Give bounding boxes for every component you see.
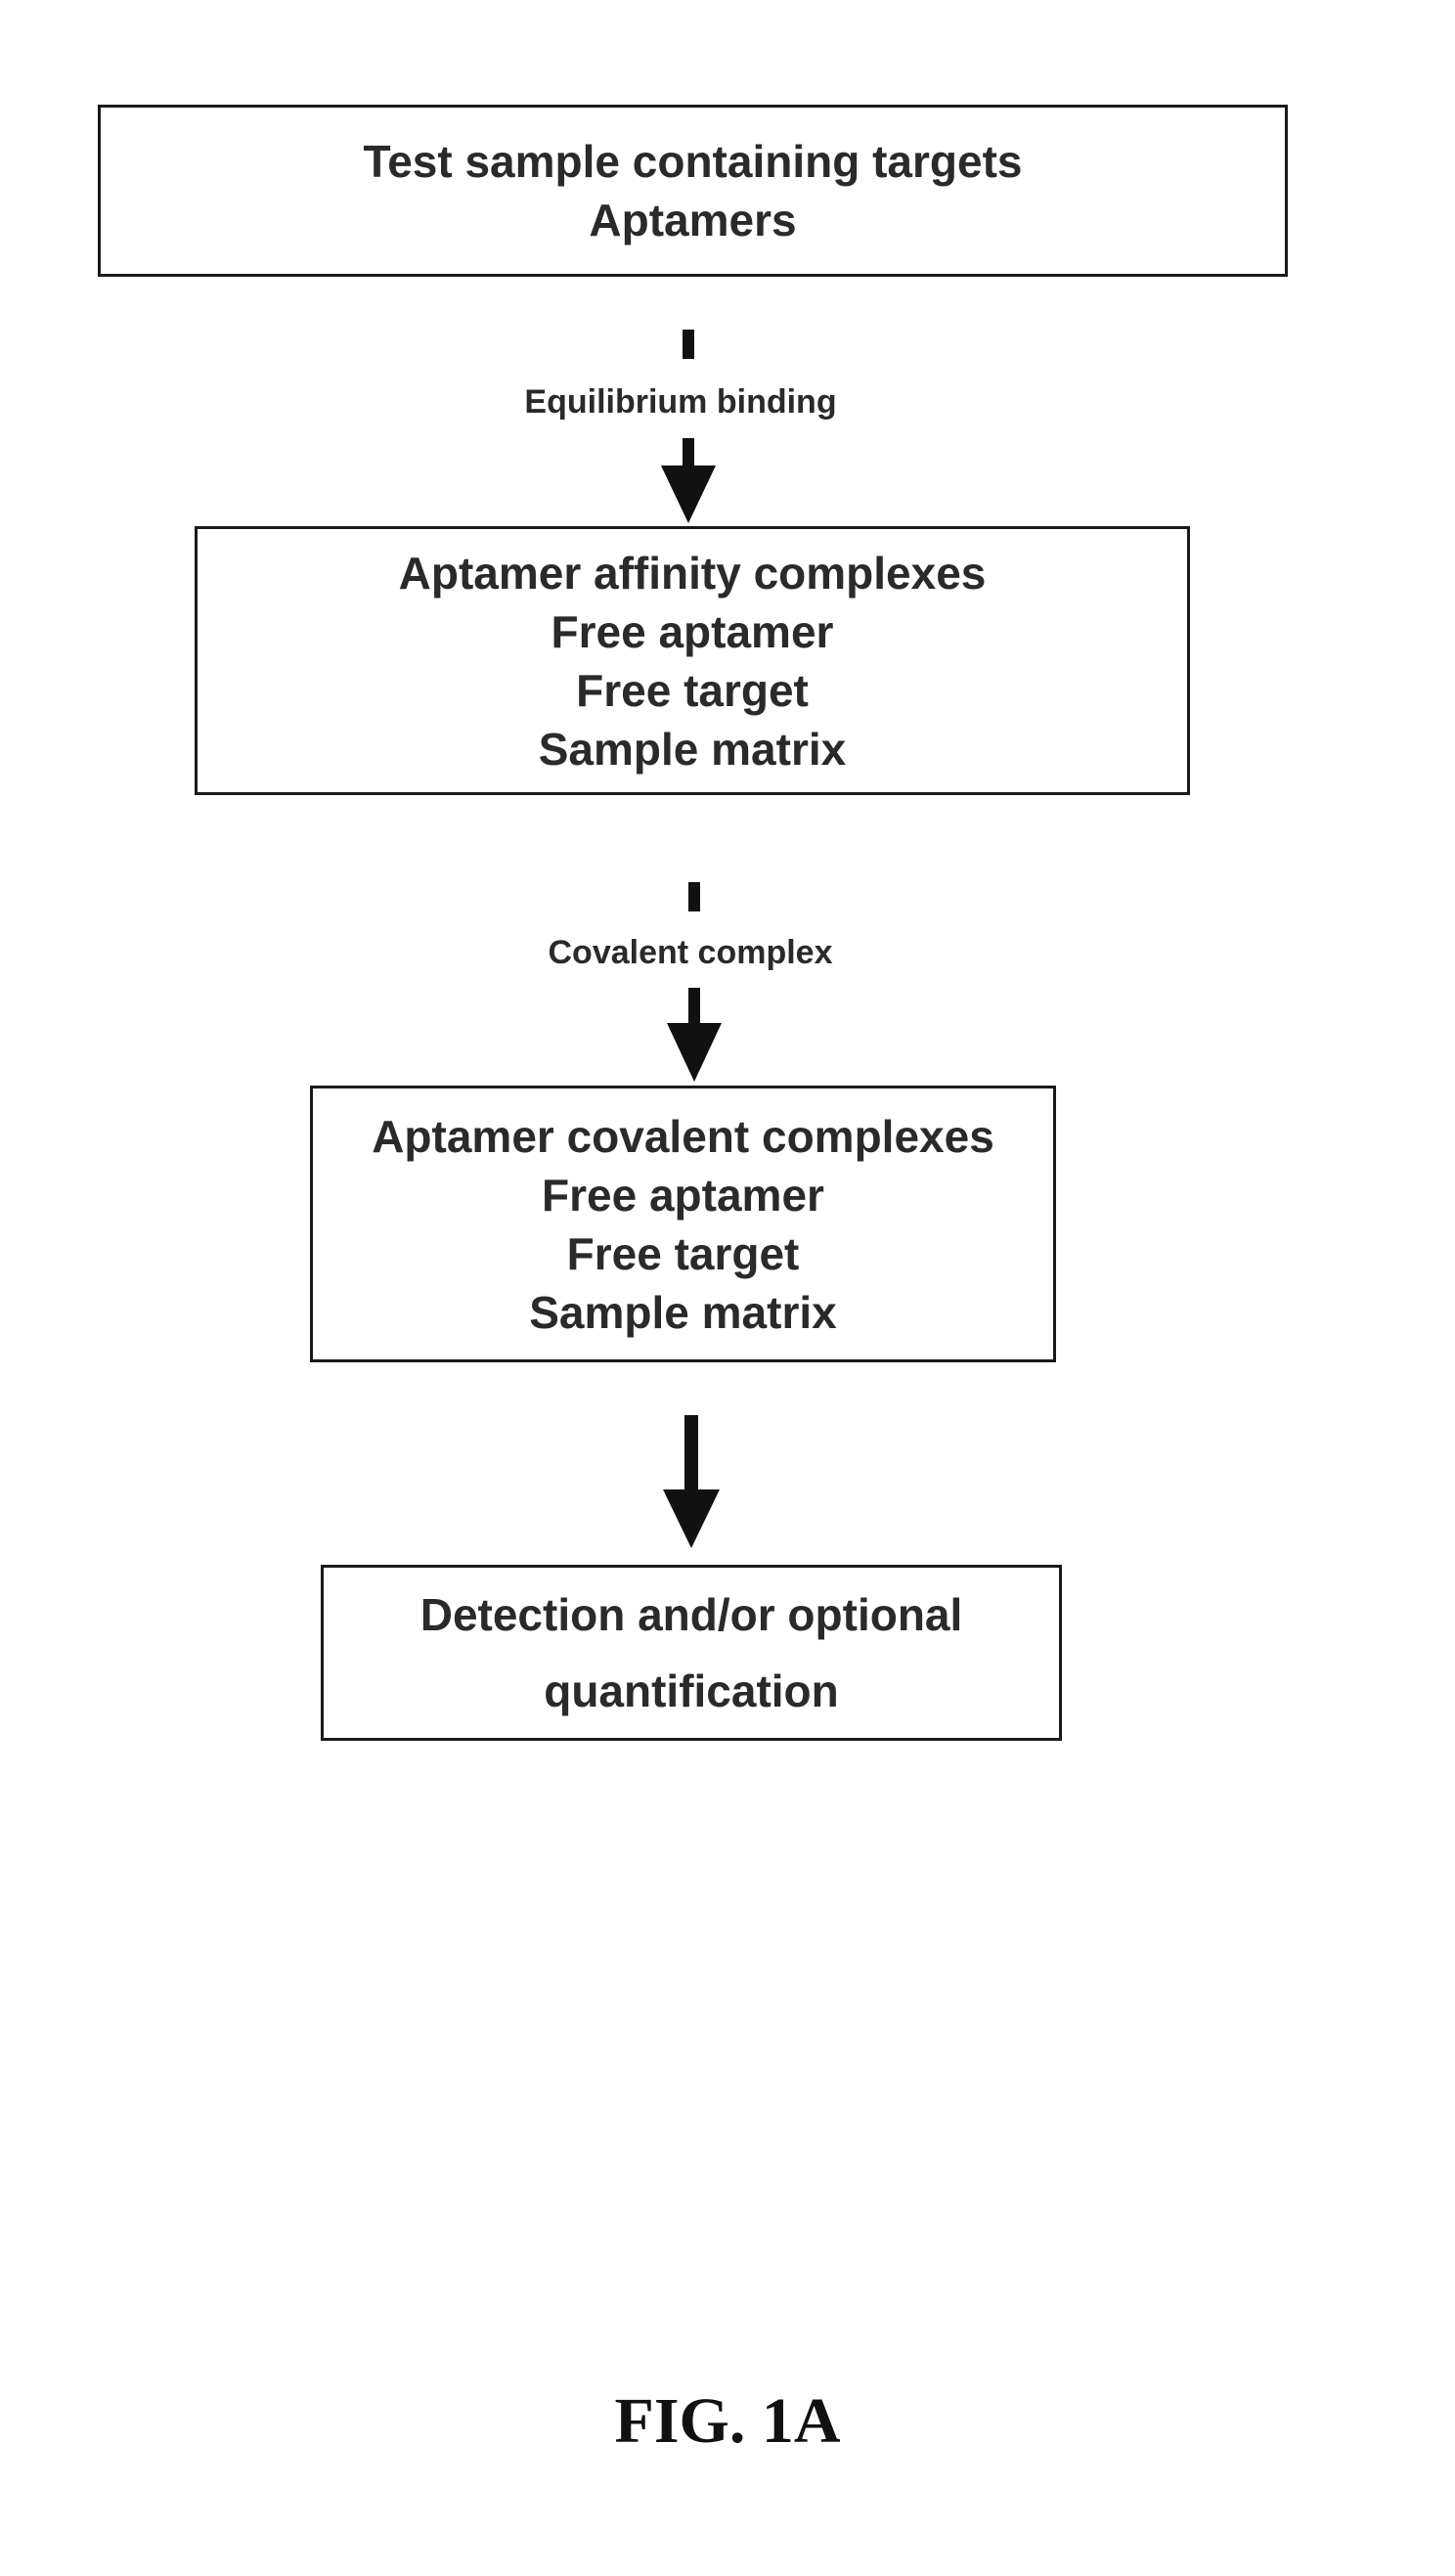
box-aptamer-affinity-complexes: Aptamer affinity complexes Free aptamer … xyxy=(195,526,1190,795)
step-label-equilibrium-binding: Equilibrium binding xyxy=(524,383,836,422)
box-text-line: Free target xyxy=(567,1224,800,1283)
box-text-line: quantification xyxy=(544,1653,839,1729)
arrow-covalent-complex xyxy=(667,882,722,1082)
box-detection-quantification: Detection and/or optional quantification xyxy=(321,1565,1062,1741)
box-aptamer-covalent-complexes: Aptamer covalent complexes Free aptamer … xyxy=(310,1086,1056,1362)
box-test-sample: Test sample containing targets Aptamers xyxy=(98,105,1288,277)
box-text-line: Aptamer affinity complexes xyxy=(399,544,987,602)
box-text-line: Free aptamer xyxy=(551,602,834,661)
arrow-detection xyxy=(663,1415,720,1548)
box-text-line: Free aptamer xyxy=(542,1166,824,1224)
box-text-line: Aptamer covalent complexes xyxy=(372,1107,994,1166)
box-text-line: Test sample containing targets xyxy=(364,132,1023,191)
box-text-line: Aptamers xyxy=(589,191,796,249)
box-text-line: Sample matrix xyxy=(529,1283,836,1342)
figure-caption: FIG. 1A xyxy=(0,2384,1455,2459)
box-text-line: Detection and/or optional xyxy=(420,1577,963,1653)
box-text-line: Free target xyxy=(576,661,809,720)
box-text-line: Sample matrix xyxy=(539,720,846,778)
step-label-covalent-complex: Covalent complex xyxy=(549,934,833,972)
arrow-equilibrium-binding xyxy=(661,330,716,523)
